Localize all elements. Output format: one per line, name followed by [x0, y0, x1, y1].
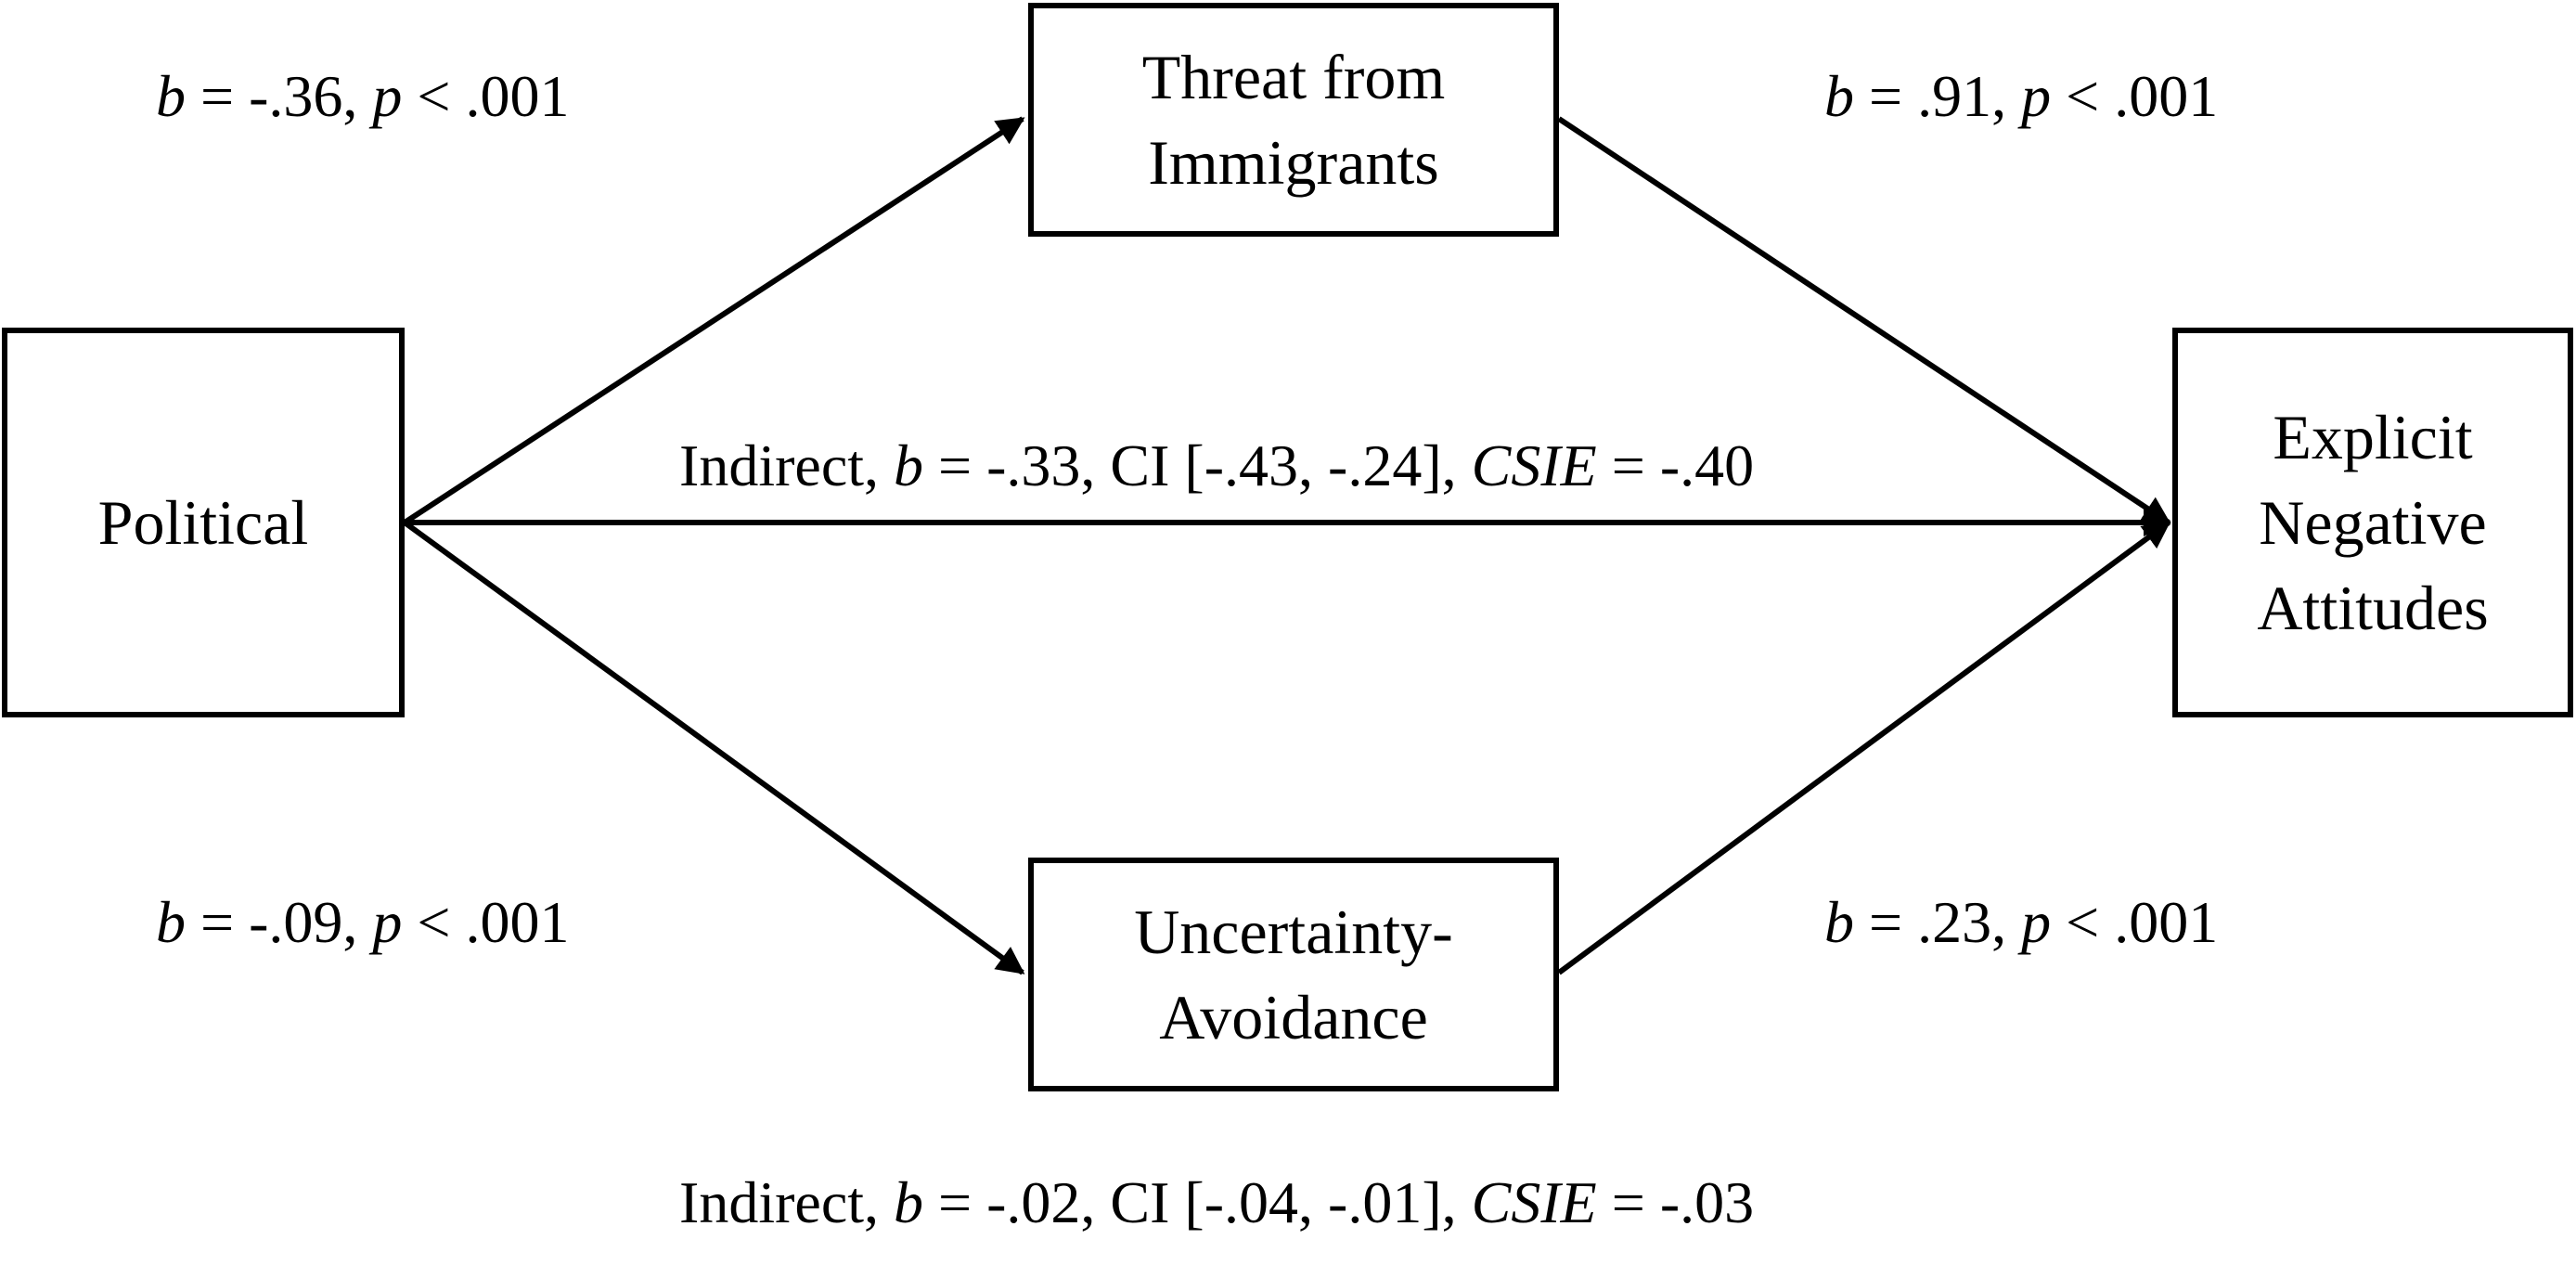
node-threat-label-line-2: Immigrants [1148, 127, 1439, 198]
arrow-uncertainty-to-explicit [1557, 520, 2171, 975]
node-political-label: Political [97, 487, 309, 558]
coef-threat-to-explicit: b = .91, p < .001 [1824, 63, 2219, 129]
indirect-effect-threat: Indirect, b = -.33, CI [-.43, -.24], CSI… [679, 432, 1755, 498]
node-uncertainty-label-line-2: Avoidance [1159, 982, 1428, 1052]
coef-political-to-threat: b = -.36, p < .001 [156, 63, 570, 129]
node-explicit-negative-attitudes: Explicit Negative Attitudes [2172, 328, 2573, 717]
arrow-threat-to-explicit [1557, 116, 2171, 525]
arrow-political-to-threat [403, 116, 1025, 525]
node-explicit-label-line-1: Explicit [2273, 402, 2473, 472]
node-uncertainty-label-line-1: Uncertainty- [1134, 897, 1453, 967]
node-uncertainty-avoidance: Uncertainty- Avoidance [1028, 858, 1559, 1091]
node-political: Political [2, 328, 405, 717]
coef-political-to-uncertainty: b = -.09, p < .001 [156, 889, 570, 955]
node-explicit-label-line-2: Negative [2259, 487, 2487, 558]
node-threat-label-line-1: Threat from [1141, 42, 1446, 112]
indirect-effect-uncertainty: Indirect, b = -.02, CI [-.04, -.01], CSI… [679, 1169, 1755, 1235]
coef-uncertainty-to-explicit: b = .23, p < .001 [1824, 889, 2219, 955]
arrow-political-to-uncertainty [403, 520, 1025, 975]
node-explicit-label-line-3: Attitudes [2257, 573, 2489, 643]
node-threat-from-immigrants: Threat from Immigrants [1028, 3, 1559, 237]
